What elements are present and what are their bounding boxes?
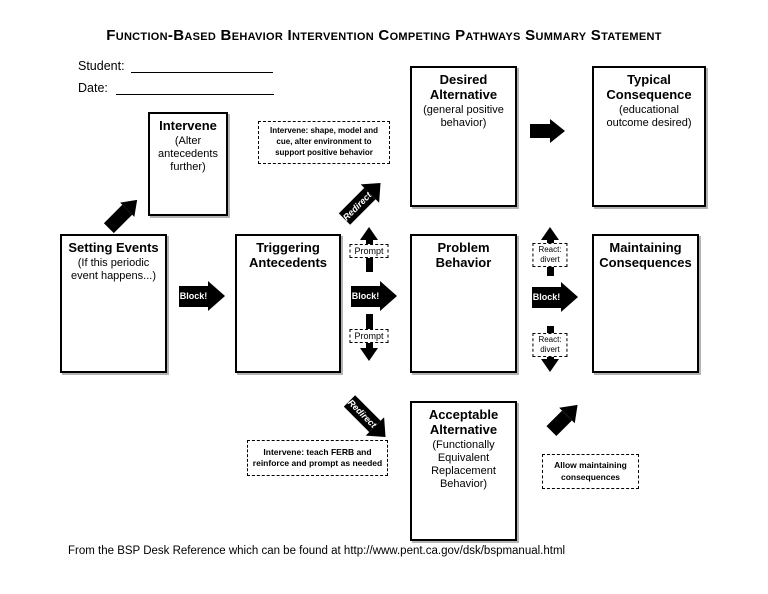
- footer-source-text: From the BSP Desk Reference which can be…: [68, 545, 566, 557]
- note-shape-model-cue: Intervene: shape, model and cue, alter e…: [258, 121, 390, 164]
- arrowhead-right-icon: [561, 282, 578, 312]
- block-arrow-label: Block!: [351, 285, 380, 307]
- box-acceptable-alternative-title: Acceptable Alternative: [428, 407, 499, 437]
- arrowhead-right-icon: [380, 281, 397, 311]
- arrowhead-up-icon: [541, 227, 559, 240]
- react-divert-down-arrow-icon: React: divert: [527, 326, 573, 373]
- react-divert-up-arrow-icon: React: divert: [527, 227, 573, 277]
- note-allow-maintaining: Allow maintaining consequences: [542, 454, 639, 489]
- page-title: Function-Based Behavior Intervention Com…: [106, 27, 662, 44]
- right-arrow-icon: [530, 119, 565, 143]
- box-problem-behavior-title: Problem Behavior: [435, 240, 492, 270]
- box-setting-events-subtitle: (If this periodic event happens...): [70, 256, 156, 283]
- box-maintaining-consequences-title: Maintaining Consequences: [599, 240, 692, 270]
- date-blank-line[interactable]: [116, 81, 274, 95]
- student-label: Student:: [78, 59, 125, 73]
- prompt-label: Prompt: [349, 244, 389, 258]
- box-problem-behavior: Problem Behavior: [410, 234, 517, 373]
- block-arrow-label: Block!: [179, 285, 208, 307]
- box-setting-events-title: Setting Events: [68, 240, 159, 255]
- note-teach-ferb: Intervene: teach FERB and reinforce and …: [247, 440, 388, 476]
- box-typical-consequence: Typical Consequence (educational outcome…: [592, 66, 706, 207]
- box-typical-consequence-subtitle: (educational outcome desired): [606, 103, 692, 130]
- box-desired-alternative-title: Desired Alternative: [429, 72, 498, 102]
- redirect-arrow-icon: Redirect: [340, 392, 395, 447]
- box-acceptable-alternative: Acceptable Alternative (Functionally Equ…: [410, 401, 517, 541]
- react-divert-label: React: divert: [532, 333, 568, 357]
- arrowhead-down-icon: [541, 359, 559, 372]
- box-triggering-antecedents: Triggering Antecedents: [235, 234, 341, 373]
- arrowhead-right-icon: [208, 281, 225, 311]
- prompt-label: Prompt: [349, 329, 389, 343]
- arrowhead-up-icon: [360, 227, 378, 240]
- ne-arrow-icon: [544, 397, 586, 439]
- box-desired-alternative: Desired Alternative (general positive be…: [410, 66, 517, 207]
- box-setting-events: Setting Events (If this periodic event h…: [60, 234, 167, 373]
- redirect-arrow-icon: Redirect: [335, 173, 390, 228]
- box-intervene: Intervene (Alter antecedents further): [148, 112, 228, 216]
- arrowhead-right-icon: [550, 119, 565, 143]
- box-desired-alternative-subtitle: (general positive behavior): [423, 103, 504, 130]
- block-arrow-label: Block!: [532, 286, 561, 308]
- block-arrow-icon: Block!: [351, 281, 397, 311]
- prompt-up-arrow-icon: Prompt: [346, 227, 392, 273]
- ne-arrow-icon: [102, 192, 145, 235]
- arrowhead-down-icon: [360, 348, 378, 361]
- date-label: Date:: [78, 81, 108, 95]
- box-intervene-title: Intervene: [159, 118, 217, 133]
- block-arrow-icon: Block!: [532, 282, 578, 312]
- box-maintaining-consequences: Maintaining Consequences: [592, 234, 699, 373]
- box-acceptable-alternative-subtitle: (Functionally Equivalent Replacement Beh…: [431, 438, 496, 491]
- box-triggering-antecedents-title: Triggering Antecedents: [248, 240, 328, 270]
- prompt-down-arrow-icon: Prompt: [346, 314, 392, 362]
- box-intervene-subtitle: (Alter antecedents further): [158, 134, 218, 174]
- block-arrow-icon: Block!: [179, 281, 225, 311]
- box-typical-consequence-title: Typical Consequence: [606, 72, 692, 102]
- react-divert-label: React: divert: [532, 243, 568, 267]
- student-blank-line[interactable]: [131, 59, 273, 73]
